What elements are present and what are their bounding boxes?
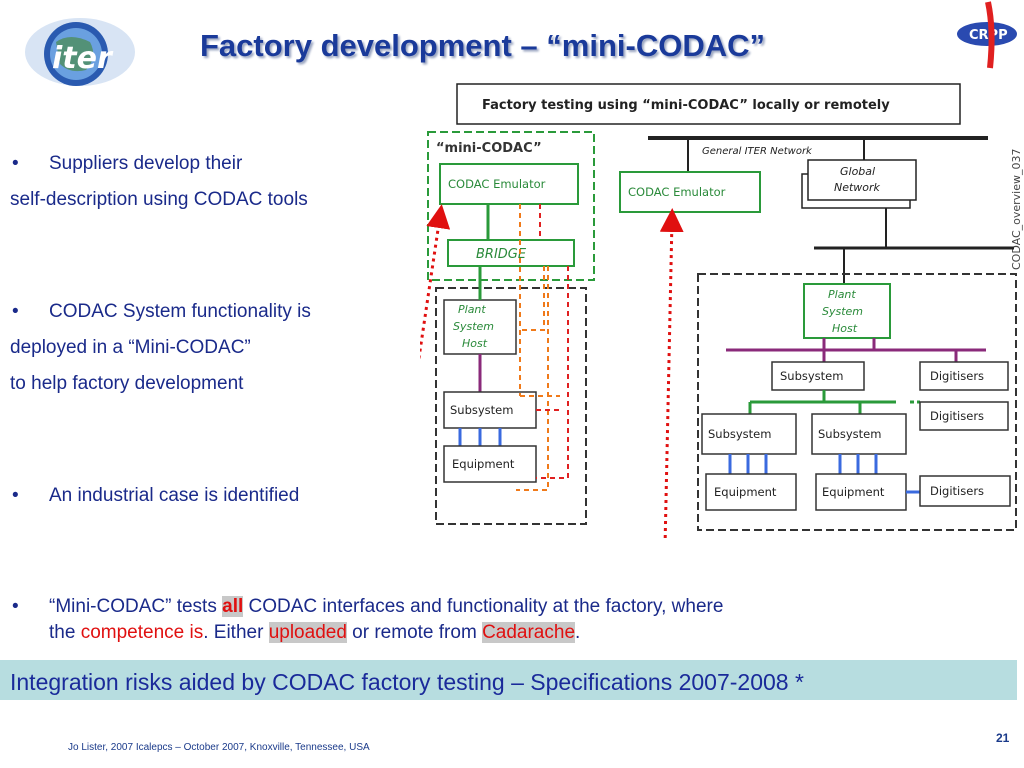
- digitisers-box-2: [919, 401, 1009, 431]
- plant-group-right: [697, 273, 1017, 531]
- equipment-right-2-label: Equipment: [822, 485, 885, 499]
- dashed-link-orange: [516, 266, 549, 491]
- digitisers-label-2: Digitisers: [930, 409, 984, 423]
- emphasis-all: all: [222, 596, 244, 617]
- equipment-right-1-label: Equipment: [714, 485, 777, 499]
- dashed-link-orange: [520, 266, 545, 331]
- digitisers-label-3: Digitisers: [930, 484, 984, 498]
- bullet-1: • Suppliers develop their self-descripti…: [0, 153, 420, 210]
- bullet-text: .: [575, 622, 581, 643]
- bullet-text: CODAC System functionality is: [49, 301, 311, 322]
- bridge-box: [447, 239, 575, 267]
- digitisers-box-1: [919, 361, 1009, 391]
- psh-right-line: System: [822, 305, 863, 318]
- codac-emulator-left-label: CODAC Emulator: [448, 177, 546, 191]
- equipment-right-2: [815, 473, 907, 511]
- mini-codac-label: “mini-CODAC”: [436, 141, 542, 156]
- dashed-link-red: [536, 266, 569, 479]
- dashed-link-orange: [519, 204, 560, 397]
- bullet-text: the: [49, 622, 81, 643]
- subsystem-right-top-label: Subsystem: [780, 369, 843, 383]
- bullet-text: or remote from: [346, 622, 483, 643]
- global-network-label: Global: [840, 165, 875, 178]
- emphasis-cadarache: Cadarache: [482, 622, 576, 643]
- diagram-header-text: Factory testing using “mini-CODAC” local…: [482, 98, 890, 113]
- footer-text: Jo Lister, 2007 Icalepcs – October 2007,…: [68, 742, 370, 753]
- equipment-left-label: Equipment: [452, 457, 515, 471]
- bullet-text: . Either: [203, 622, 269, 643]
- codac-emulator-left: [439, 163, 579, 205]
- crpp-swoosh-icon: [985, 1, 995, 69]
- iter-logo: iter: [25, 18, 135, 86]
- bullet-text: to help factory development: [10, 373, 244, 394]
- factory-testing-diagram: Factory testing using “mini-CODAC” local…: [420, 83, 1023, 540]
- codac-emulator-right: [619, 171, 761, 213]
- subsystem-left-label: Subsystem: [450, 403, 513, 417]
- bullet-text: CODAC interfaces and functionality at th…: [243, 596, 724, 617]
- plant-system-host-right: [803, 283, 891, 339]
- digitisers-label-1: Digitisers: [930, 369, 984, 383]
- plant-group-left: [435, 287, 587, 525]
- psh-right-line: Plant: [828, 288, 856, 301]
- bullet-text: An industrial case is identified: [49, 485, 300, 506]
- psh-right-line: Host: [832, 322, 858, 335]
- emphasis-competence: competence is: [80, 622, 204, 643]
- equipment-right-1: [705, 473, 797, 511]
- svg-text:iter: iter: [52, 41, 114, 76]
- bullet-2: • CODAC System functionality is deployed…: [0, 301, 420, 401]
- codac-emulator-right-label: CODAC Emulator: [628, 185, 726, 199]
- bullet-marker: •: [12, 596, 19, 617]
- diagram-header-box: [456, 83, 961, 125]
- psh-left-line: Host: [462, 337, 488, 350]
- diagram-side-label: CODAC_overview_037: [1010, 149, 1023, 270]
- bullet-text: self-description using CODAC tools: [10, 189, 308, 210]
- bullet-4: • “Mini-CODAC” tests all CODAC interface…: [0, 596, 1010, 652]
- bridge-label: BRIDGE: [476, 247, 527, 262]
- equipment-left: [443, 445, 537, 483]
- bullet-text: deployed in a “Mini-CODAC”: [10, 337, 251, 358]
- psh-left-line: Plant: [458, 303, 486, 316]
- page-number: 21: [996, 731, 1010, 745]
- global-network-label: Network: [834, 181, 881, 194]
- subsystem-left: [443, 391, 537, 429]
- bullet-marker: •: [12, 153, 19, 174]
- emphasis-uploaded: uploaded: [268, 622, 347, 643]
- bullet-text: Suppliers develop their: [49, 153, 243, 174]
- summary-banner: [0, 660, 1017, 700]
- digitisers-box-3: [919, 475, 1011, 507]
- crpp-logo: CRPP: [957, 22, 1017, 46]
- bullet-3: • An industrial case is identified: [0, 485, 420, 511]
- bullet-marker: •: [12, 301, 19, 322]
- psh-left-line: System: [453, 320, 494, 333]
- subsystem-right-2-label: Subsystem: [818, 427, 881, 441]
- arrow-to-codac-emulator: [659, 208, 684, 540]
- summary-banner-text: Integration risks aided by CODAC factory…: [10, 669, 804, 695]
- subsystem-right-1: [701, 413, 797, 455]
- bullet-text: “Mini-CODAC” tests: [49, 596, 223, 617]
- general-network-label: General ITER Network: [702, 146, 813, 157]
- subsystem-right-top: [771, 361, 865, 391]
- global-network-box: [807, 159, 917, 201]
- bullet-marker: •: [12, 485, 19, 506]
- svg-text:CRPP: CRPP: [969, 28, 1008, 43]
- subsystem-right-1-label: Subsystem: [708, 427, 771, 441]
- slide-title: Factory development – “mini-CODAC”: [200, 28, 765, 63]
